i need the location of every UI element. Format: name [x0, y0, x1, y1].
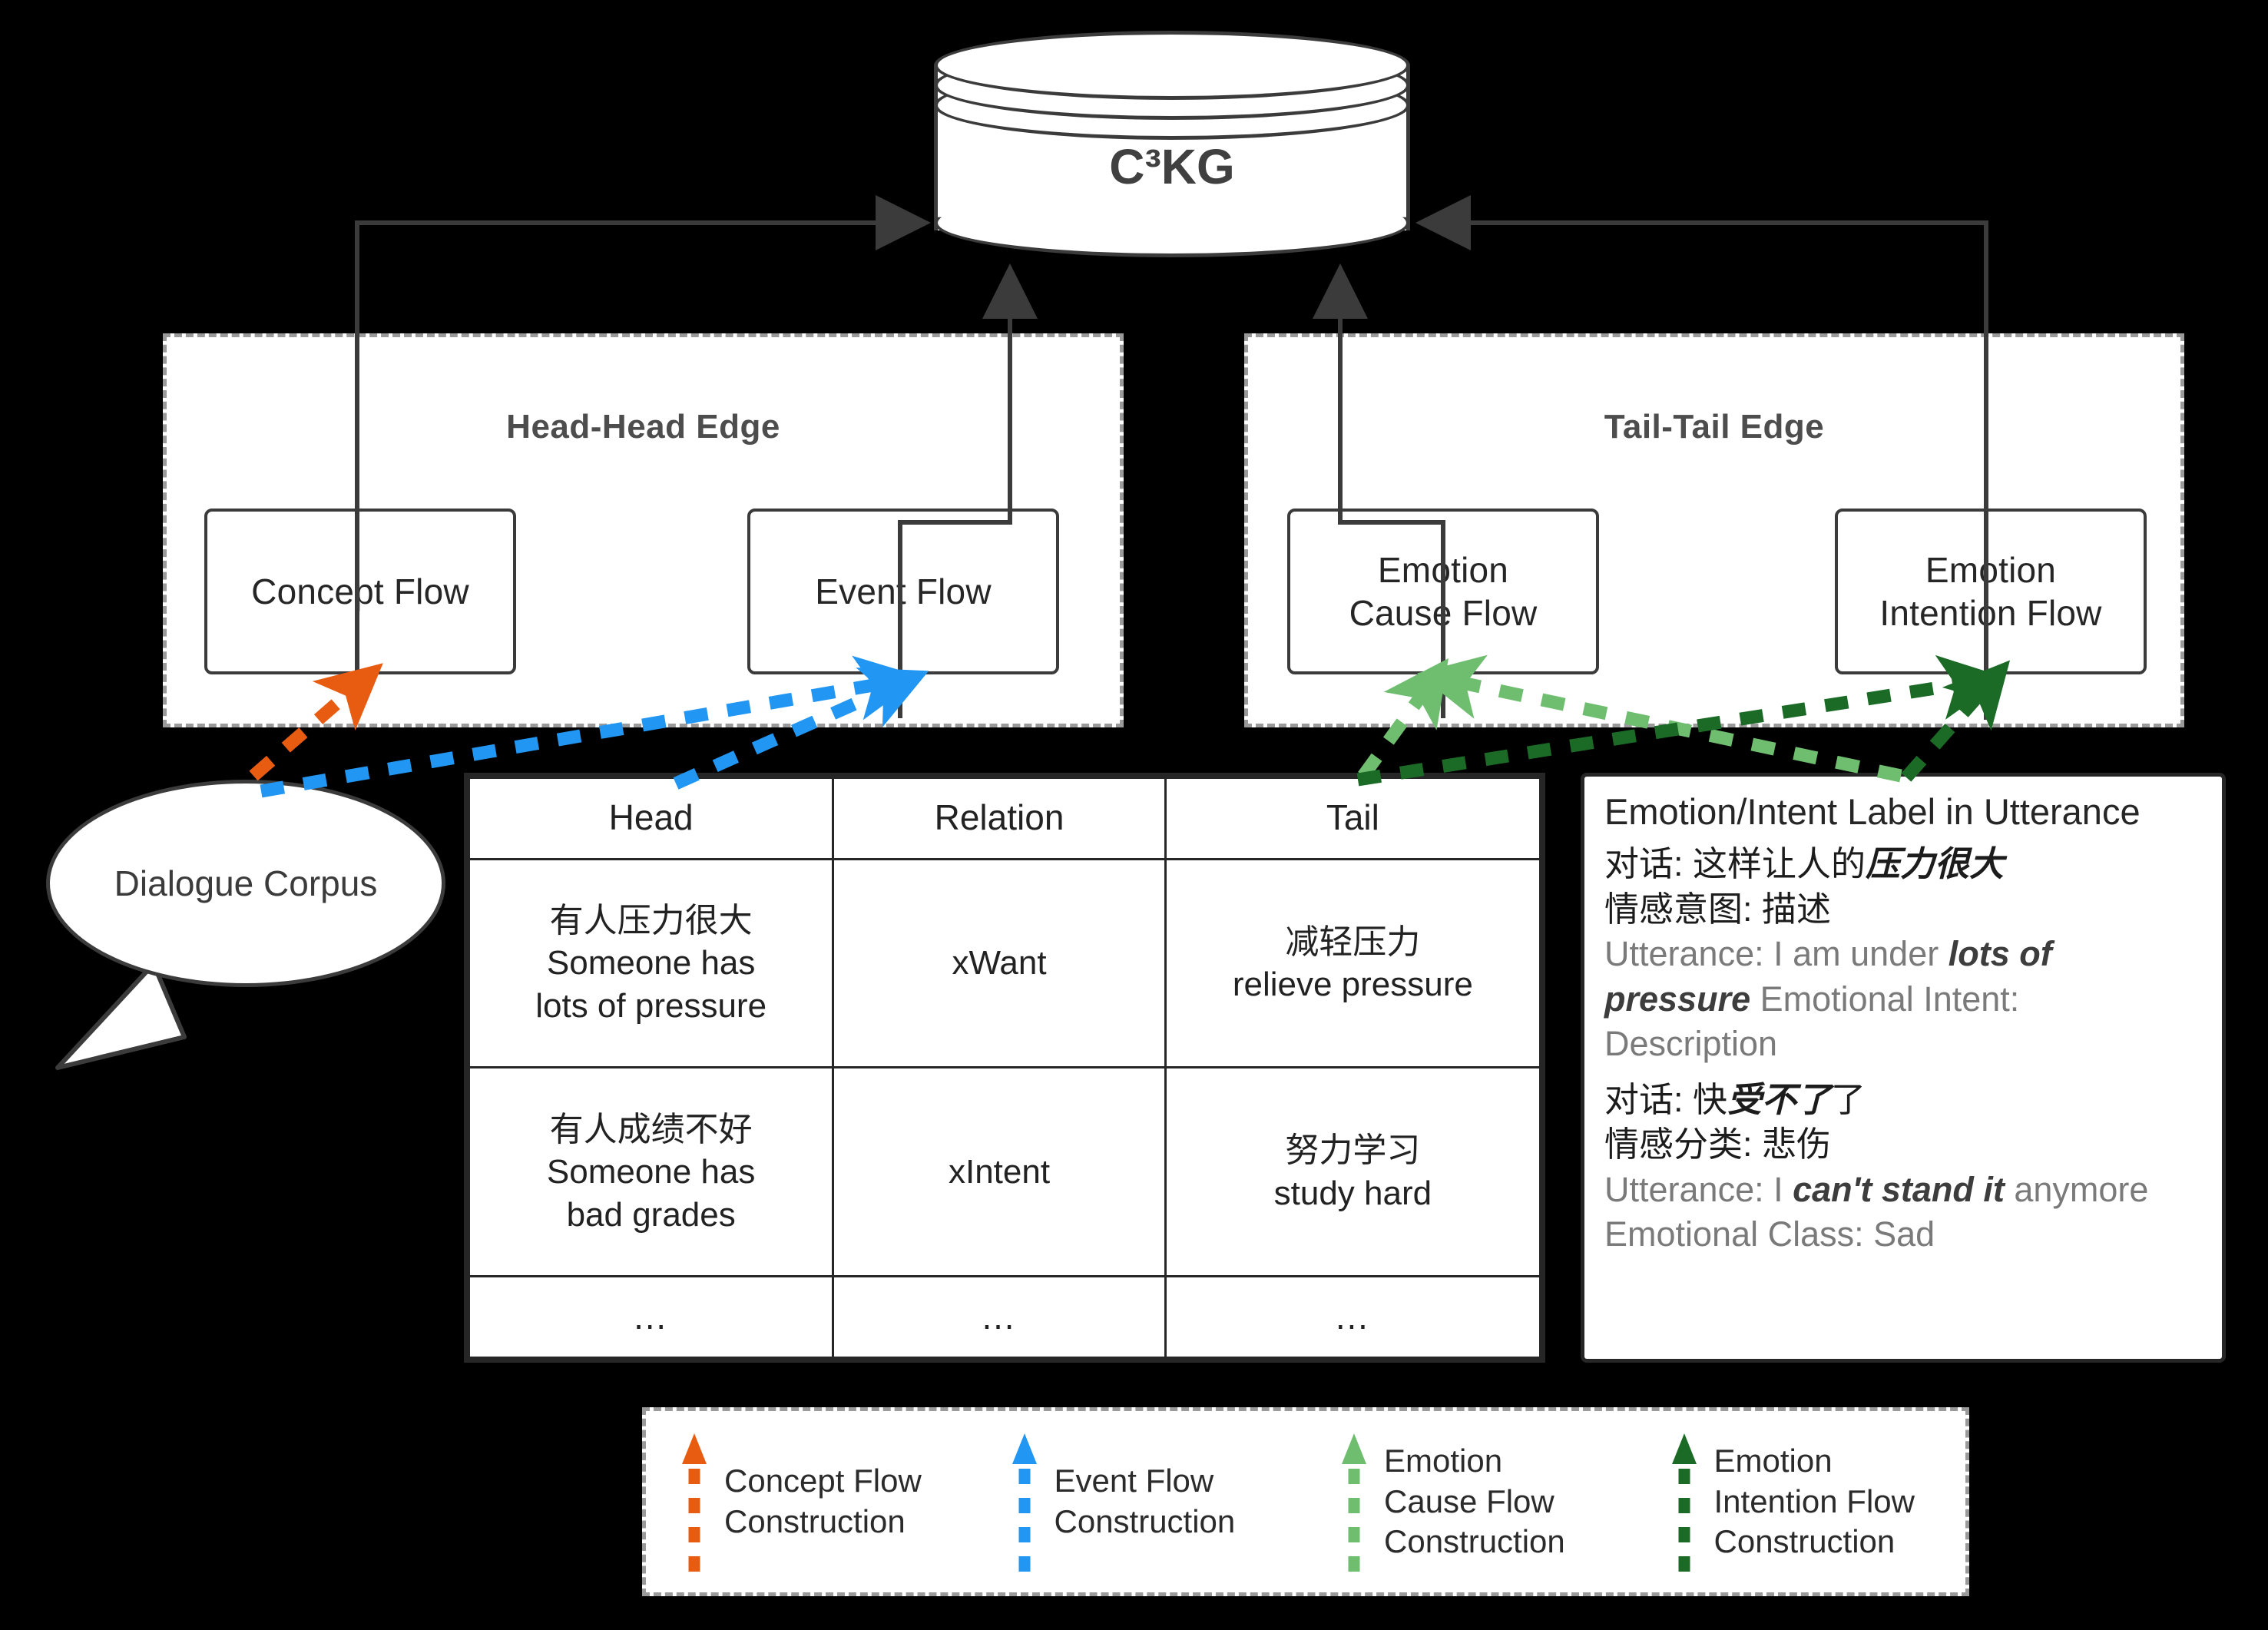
cell-tail-ellipsis: … — [1164, 1275, 1542, 1359]
table-header-tail: Tail — [1164, 777, 1542, 860]
cell-head-en2: lots of pressure — [535, 986, 767, 1025]
legend-label-emotion-cause-flow-line2: Cause Flow — [1384, 1483, 1554, 1519]
legend-label-emotion-intention-flow: Emotion Intention Flow Construction — [1714, 1441, 1915, 1563]
concept-flow-label: Concept Flow — [251, 571, 469, 611]
legend-label-concept-flow: Concept Flow Construction — [724, 1461, 922, 1542]
cylinder-top-ellipse — [934, 31, 1410, 100]
legend-label-emotion-cause-flow: Emotion Cause Flow Construction — [1384, 1441, 1565, 1563]
event-flow-label: Event Flow — [815, 571, 992, 611]
panel-b1-en-intent-label: Emotional Intent: — [1750, 979, 2020, 1019]
panel-b2-en-utterance: Utterance: I can't stand it anymore — [1604, 1168, 2205, 1213]
cell-head-en1: Someone has — [546, 1153, 756, 1191]
event-flow-box[interactable]: Event Flow — [747, 509, 1059, 674]
panel-b2-cn-dialogue-label: 对话: — [1604, 1079, 1694, 1119]
triple-table: Head Relation Tail 有人压力很大 Someone has lo… — [464, 773, 1545, 1363]
legend-item-concept-flow: Concept Flow Construction — [646, 1411, 976, 1592]
emotion-cause-flow-box[interactable]: Emotion Cause Flow — [1287, 509, 1599, 674]
legend-item-emotion-intention-flow: Emotion Intention Flow Construction — [1636, 1411, 1966, 1592]
cell-tail: 努力学习 study hard — [1164, 1066, 1542, 1278]
panel-block-1: 对话: 这样让人的压力很大 情感意图: 描述 Utterance: I am u… — [1604, 842, 2205, 1067]
cell-tail-en: relieve pressure — [1232, 966, 1473, 1004]
cell-head-cn: 有人成绩不好 — [549, 1110, 753, 1148]
table-row: 有人压力很大 Someone has lots of pressure xWan… — [467, 857, 1542, 1069]
panel-b2-cn-dialogue-bold: 受不了 — [1727, 1079, 1832, 1119]
emotion-cause-flow-label-2: Cause Flow — [1349, 593, 1538, 633]
panel-b1-cn-intent: 情感意图: 描述 — [1604, 889, 1832, 929]
c3kg-label: C³KG — [1109, 139, 1235, 194]
c3kg-database-cylinder: C³KG — [934, 31, 1410, 261]
panel-title: Emotion/Intent Label in Utterance — [1604, 791, 2141, 832]
panel-b1-cn-dialogue-plain: 这样让人的 — [1693, 844, 1866, 883]
panel-b2-en-utterance-bold: can't stand it — [1793, 1169, 2005, 1209]
legend-label-event-flow: Event Flow Construction — [1055, 1461, 1236, 1542]
panel-b2-en-utterance-tail: anymore — [2004, 1169, 2149, 1209]
cell-relation: xIntent — [832, 1066, 1167, 1278]
dashed-arrow-up-icon — [1011, 1433, 1037, 1572]
table-header-row: Head Relation Tail — [467, 777, 1542, 860]
cell-tail-en: study hard — [1273, 1174, 1432, 1212]
legend-label-emotion-intention-flow-line1: Emotion — [1713, 1442, 1833, 1479]
dashed-arrow-up-icon — [682, 1433, 707, 1572]
panel-b1-cn-dialogue-bold: 压力很大 — [1866, 844, 2005, 883]
cell-relation: xWant — [832, 857, 1167, 1069]
panel-b2-cn-class: 情感分类: 悲伤 — [1604, 1125, 1832, 1164]
legend-label-emotion-intention-flow-line2: Intention Flow — [1713, 1483, 1915, 1519]
panel-b2-cn-dialogue-plain1: 快 — [1693, 1079, 1728, 1119]
cell-tail-cn: 努力学习 — [1285, 1131, 1421, 1170]
cell-tail-cn: 减轻压力 — [1285, 923, 1421, 961]
panel-b1-cn-dialogue: 对话: 这样让人的压力很大 — [1604, 842, 2205, 887]
legend-label-emotion-cause-flow-line1: Emotion — [1384, 1442, 1503, 1479]
legend-label-event-flow-line1: Event Flow — [1054, 1463, 1214, 1499]
panel-b1-en-intent-value: Description — [1604, 1024, 1778, 1063]
cell-head-ellipsis: … — [467, 1275, 835, 1359]
cell-head-en2: bad grades — [566, 1195, 736, 1234]
emotion-intent-panel: Emotion/Intent Label in Utterance 对话: 这样… — [1581, 773, 2226, 1363]
legend-label-emotion-intention-flow-line3: Construction — [1713, 1523, 1896, 1560]
cell-head: 有人压力很大 Someone has lots of pressure — [467, 857, 835, 1069]
table-header-relation: Relation — [832, 777, 1167, 860]
panel-b2-cn-dialogue-plain2: 了 — [1831, 1079, 1866, 1119]
table-row: … … … — [467, 1275, 1542, 1359]
dialogue-corpus-label: Dialogue Corpus — [114, 863, 378, 903]
legend-item-emotion-cause-flow: Emotion Cause Flow Construction — [1306, 1411, 1636, 1592]
panel-block-2: 对话: 快受不了了 情感分类: 悲伤 Utterance: I can't st… — [1604, 1078, 2205, 1257]
dashed-arrow-up-icon — [1342, 1433, 1366, 1572]
cell-tail: 减轻压力 relieve pressure — [1164, 857, 1542, 1069]
legend-label-event-flow-line2: Construction — [1054, 1503, 1236, 1539]
cell-relation-ellipsis: … — [832, 1275, 1167, 1359]
speech-bubble-tail — [55, 962, 187, 1070]
legend-label-emotion-cause-flow-line3: Construction — [1384, 1523, 1565, 1560]
cell-head-en1: Someone has — [546, 944, 756, 982]
cell-head: 有人成绩不好 Someone has bad grades — [467, 1066, 835, 1278]
concept-flow-box[interactable]: Concept Flow — [204, 509, 516, 674]
legend-label-concept-flow-line1: Concept Flow — [724, 1463, 922, 1499]
panel-b2-en-class: Emotional Class: Sad — [1604, 1214, 1935, 1254]
tail-tail-edge-title: Tail-Tail Edge — [1604, 408, 1825, 446]
table-row: 有人成绩不好 Someone has bad grades xIntent 努力… — [467, 1066, 1542, 1278]
panel-b1-en-utterance: Utterance: I am under lots of pressure E… — [1604, 932, 2205, 1022]
emotion-intention-flow-box[interactable]: Emotion Intention Flow — [1835, 509, 2147, 674]
head-head-edge-title: Head-Head Edge — [506, 408, 780, 446]
emotion-intention-flow-label-2: Intention Flow — [1879, 593, 2102, 633]
panel-b1-cn-dialogue-label: 对话: — [1604, 844, 1694, 883]
panel-b2-en-utterance-label: Utterance: I — [1604, 1169, 1793, 1209]
panel-b2-cn-dialogue: 对话: 快受不了了 — [1604, 1078, 2205, 1123]
legend-item-event-flow: Event Flow Construction — [976, 1411, 1306, 1592]
legend: Concept Flow Construction Event Flow Con… — [642, 1407, 1969, 1596]
table-header-head: Head — [467, 777, 835, 860]
cell-head-cn: 有人压力很大 — [549, 901, 753, 939]
emotion-intention-flow-label-1: Emotion — [1925, 549, 2057, 590]
dialogue-corpus-bubble[interactable]: Dialogue Corpus — [46, 780, 445, 987]
legend-label-concept-flow-line2: Construction — [724, 1503, 906, 1539]
panel-b1-en-utterance-bold: lots of pressure — [1604, 934, 2052, 1019]
emotion-cause-flow-label-1: Emotion — [1377, 549, 1509, 590]
dashed-arrow-up-icon — [1671, 1433, 1697, 1572]
panel-b1-en-utterance-label: Utterance: I am under — [1604, 934, 1948, 973]
